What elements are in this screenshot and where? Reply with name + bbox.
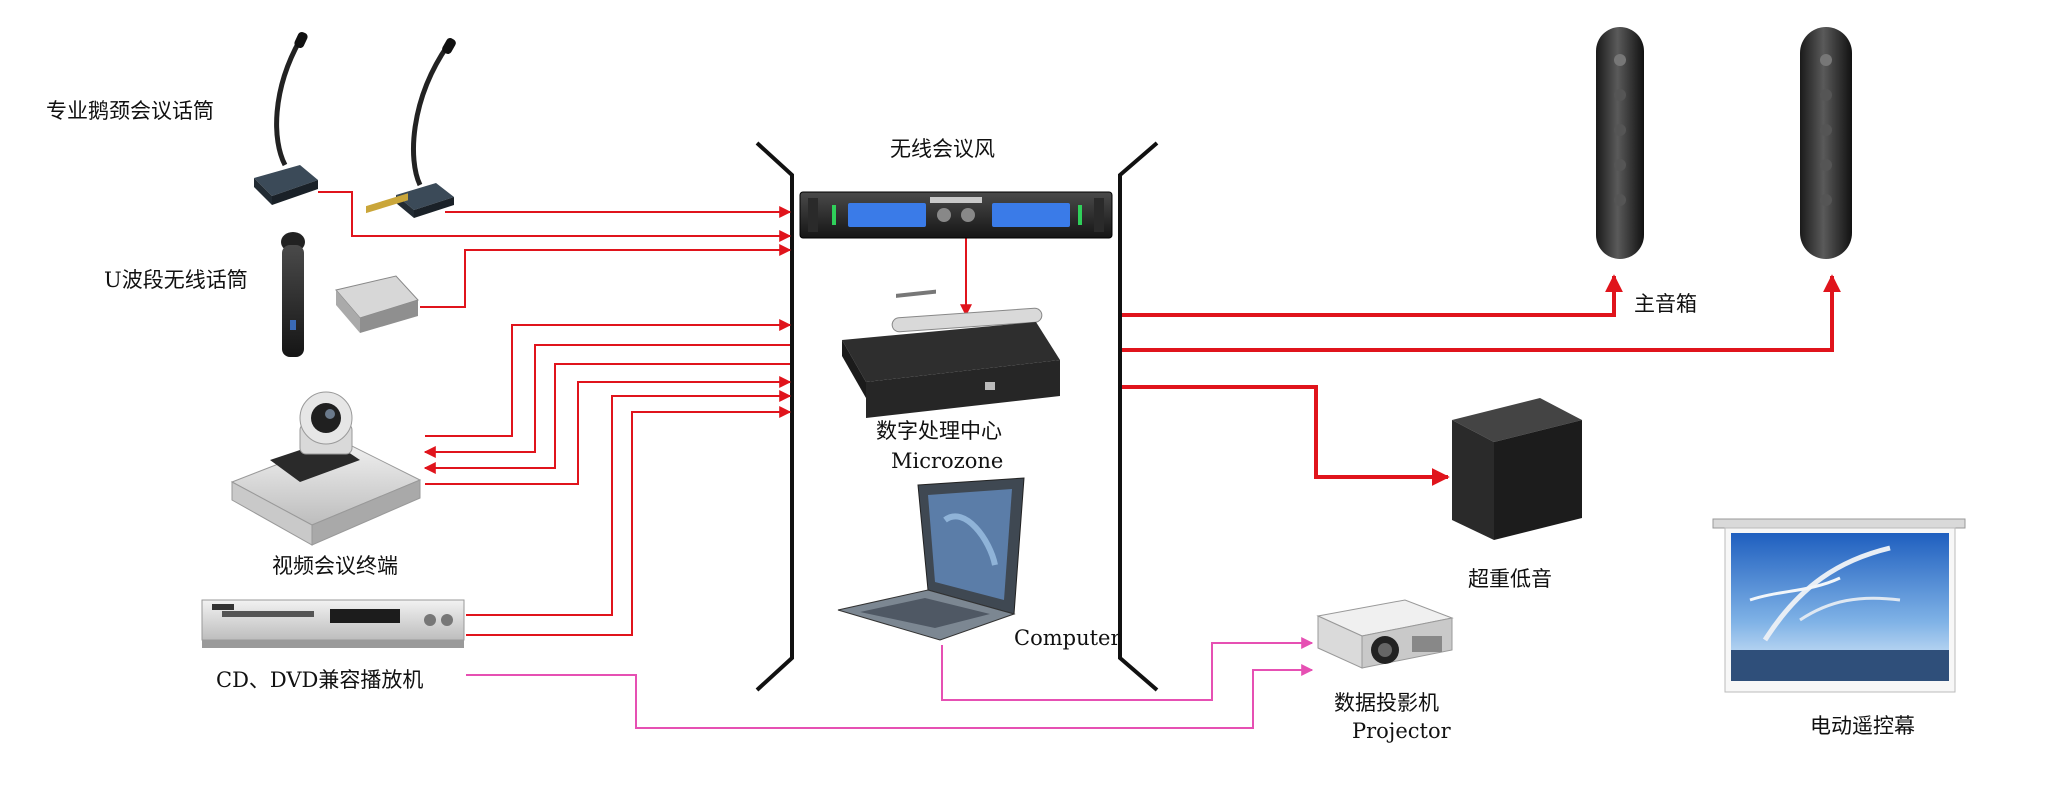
computer-label: Computer — [1014, 626, 1121, 650]
wireless-mic-receiver-rack — [799, 191, 1113, 239]
gooseneck-mic-2 — [396, 38, 456, 218]
projector-label-en: Projector — [1352, 719, 1452, 743]
gooseneck-mic-1 — [254, 31, 318, 205]
main-speaker-label: 主音箱 — [1634, 292, 1697, 316]
video-terminal-label: 视频会议终端 — [272, 554, 398, 578]
projector — [1316, 599, 1454, 669]
subwoofer — [1452, 398, 1582, 540]
uhf-mic-label: U波段无线话筒 — [104, 268, 248, 292]
laptop-computer — [837, 477, 1025, 641]
output-links — [1122, 274, 1841, 486]
gooseneck-mic-label: 专业鹅颈会议话筒 — [46, 99, 214, 123]
uhf-receiver — [335, 193, 419, 333]
digital-processing-center — [842, 289, 1060, 418]
dsp-label-en: Microzone — [891, 449, 1003, 473]
cd-dvd-player — [201, 599, 465, 648]
main-speaker-right — [1800, 27, 1852, 259]
projection-screen — [1712, 518, 1966, 693]
rack-bracket-left — [755, 141, 794, 692]
handheld-wireless-mic — [281, 232, 305, 357]
projector-label-cn: 数据投影机 — [1334, 691, 1439, 715]
cd-dvd-label: CD、DVD兼容播放机 — [216, 668, 423, 692]
rack-bracket-right — [1118, 141, 1159, 692]
subwoofer-label: 超重低音 — [1468, 567, 1552, 591]
video-links — [466, 637, 1314, 729]
input-links — [318, 191, 792, 636]
screen-label: 电动遥控幕 — [1810, 714, 1915, 738]
main-speaker-left — [1596, 27, 1644, 259]
dsp-label-cn: 数字处理中心 — [876, 419, 1002, 443]
video-conference-terminal — [230, 391, 422, 546]
wireless-mic-label: 无线会议风 — [890, 137, 995, 161]
